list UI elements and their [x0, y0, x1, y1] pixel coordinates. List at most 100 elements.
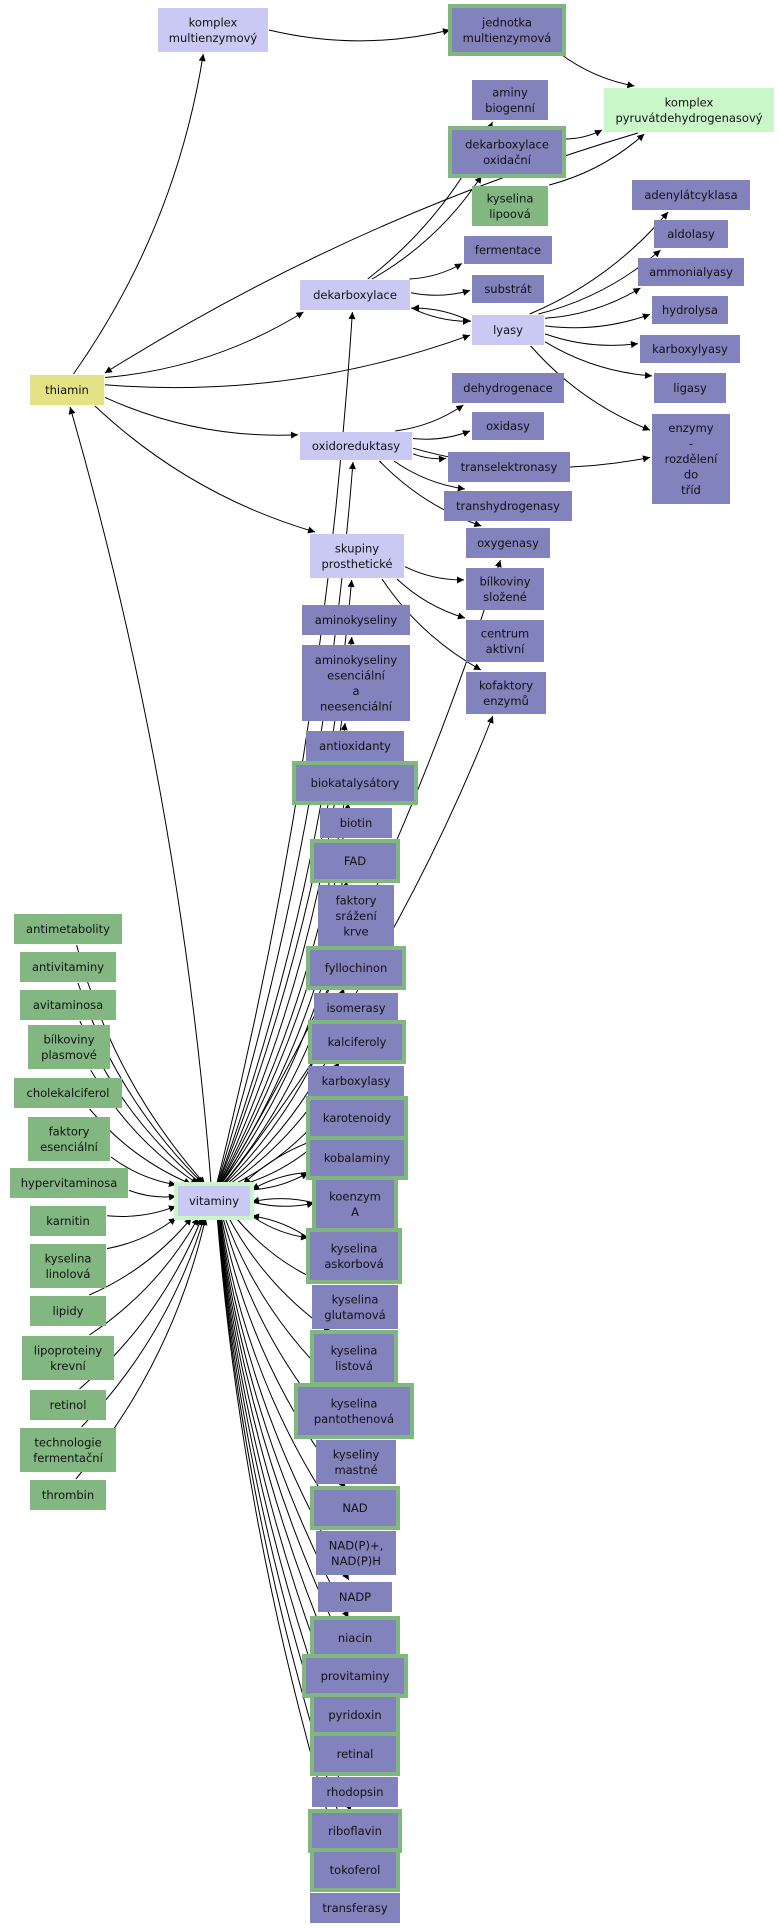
node-antioxidanty[interactable]: antioxidanty	[306, 731, 404, 761]
node-hypervitaminosa[interactable]: hypervitaminosa	[10, 1168, 128, 1198]
node-retinol[interactable]: retinol	[30, 1390, 106, 1420]
edge-dekarboxylace-to-fermentace	[409, 263, 463, 280]
node-label-line: krevní	[50, 1359, 86, 1373]
node-box	[306, 1658, 404, 1694]
node-lyasy[interactable]: lyasy	[472, 315, 544, 345]
node-box	[638, 258, 744, 286]
node-box	[316, 1531, 396, 1575]
node-nad[interactable]: NAD	[310, 1486, 400, 1530]
node-aminokyseliny[interactable]: aminokyseliny	[302, 605, 410, 635]
node-box	[30, 1480, 106, 1510]
node-karboxylasy[interactable]: karboxylasy	[308, 1066, 404, 1096]
node-isomerasy[interactable]: isomerasy	[314, 993, 398, 1023]
node-kobalaminy[interactable]: kobalaminy	[306, 1136, 408, 1180]
node-ligasy[interactable]: ligasy	[654, 373, 726, 403]
node-karboxylyasy[interactable]: karboxylyasy	[640, 335, 740, 363]
node-pyridoxin[interactable]: pyridoxin	[310, 1693, 400, 1737]
node-thiamin[interactable]: thiamin	[30, 375, 104, 405]
node-fad[interactable]: FAD	[310, 839, 400, 883]
node-fyllochinon[interactable]: fyllochinon	[306, 946, 406, 990]
node-rhodopsin[interactable]: rhodopsin	[312, 1777, 398, 1807]
node-niacin[interactable]: niacin	[310, 1616, 400, 1660]
node-box	[472, 412, 544, 440]
edge-oxidoreduktasy-to-transhydrogenasy	[393, 460, 465, 492]
node-adenylatcyklasa[interactable]: adenylátcyklasa	[632, 180, 750, 210]
node-transhydrogenasy[interactable]: transhydrogenasy	[444, 491, 572, 521]
node-label-line: antioxidanty	[319, 739, 391, 753]
node-dehydrogenace[interactable]: dehydrogenace	[452, 373, 564, 403]
node-box	[640, 335, 740, 363]
node-label-line: substrát	[484, 282, 532, 296]
node-oxidoreduktasy[interactable]: oxidoreduktasy	[300, 432, 412, 460]
node-tokoferol[interactable]: tokoferol	[310, 1848, 400, 1892]
node-provitaminy[interactable]: provitaminy	[302, 1654, 408, 1698]
node-antivitaminy[interactable]: antivitaminy	[20, 952, 116, 982]
node-box	[318, 1582, 392, 1612]
node-box	[472, 275, 544, 303]
node-lipidy[interactable]: lipidy	[30, 1296, 106, 1326]
node-antimetabolity[interactable]: antimetabolity	[14, 914, 122, 944]
node-thrombin[interactable]: thrombin	[30, 1480, 106, 1510]
node-label-line: riboflavin	[328, 1824, 382, 1838]
node-substrat[interactable]: substrát	[472, 275, 544, 303]
node-dekarboxylace[interactable]: dekarboxylace	[300, 280, 410, 310]
edge-lyasy-to-karboxylyasy	[544, 333, 639, 348]
node-karnitin[interactable]: karnitin	[30, 1206, 106, 1236]
node-cholekalciferol[interactable]: cholekalciferol	[14, 1078, 122, 1108]
node-oxidasy[interactable]: oxidasy	[472, 412, 544, 440]
node-riboflavin[interactable]: riboflavin	[308, 1809, 402, 1853]
node-box	[466, 568, 544, 610]
node-nadp[interactable]: NADP	[318, 1582, 392, 1612]
node-label-line: karnitin	[46, 1214, 90, 1228]
node-vitaminy[interactable]: vitaminy	[174, 1182, 254, 1220]
node-avitaminosa[interactable]: avitaminosa	[20, 990, 116, 1020]
edge-karnitin-to-vitaminy	[106, 1205, 177, 1217]
node-transelektronasy[interactable]: transelektronasy	[448, 452, 570, 482]
node-aldolasy[interactable]: aldolasy	[654, 220, 728, 248]
node-oxygenasy[interactable]: oxygenasy	[466, 528, 550, 558]
node-nadp-plus[interactable]: NAD(P)+,NAD(P)H	[316, 1531, 396, 1575]
node-label-line: pantothenová	[314, 1412, 394, 1426]
node-box	[314, 1334, 394, 1382]
node-box	[296, 765, 414, 801]
node-box	[466, 672, 546, 714]
node-transferasy[interactable]: transferasy	[310, 1893, 400, 1923]
node-label-line: kalciferoly	[328, 1035, 387, 1049]
node-biotin[interactable]: biotin	[320, 808, 392, 838]
node-label-line: esenciální	[327, 668, 385, 682]
node-label-line: avitaminosa	[33, 998, 103, 1012]
node-hydrolysa[interactable]: hydrolysa	[652, 296, 728, 324]
node-fermentace[interactable]: fermentace	[464, 236, 552, 264]
node-kalciferoly[interactable]: kalciferoly	[308, 1020, 406, 1064]
node-karotenoidy[interactable]: karotenoidy	[306, 1096, 408, 1140]
node-ammonialyasy[interactable]: ammonialyasy	[638, 258, 744, 286]
node-label-line: transelektronasy	[461, 460, 558, 474]
edge-faktory-esencialni-to-vitaminy	[110, 1156, 177, 1188]
node-biokatalysatory[interactable]: biokatalysátory	[292, 761, 418, 805]
node-retinal[interactable]: retinal	[310, 1732, 400, 1776]
